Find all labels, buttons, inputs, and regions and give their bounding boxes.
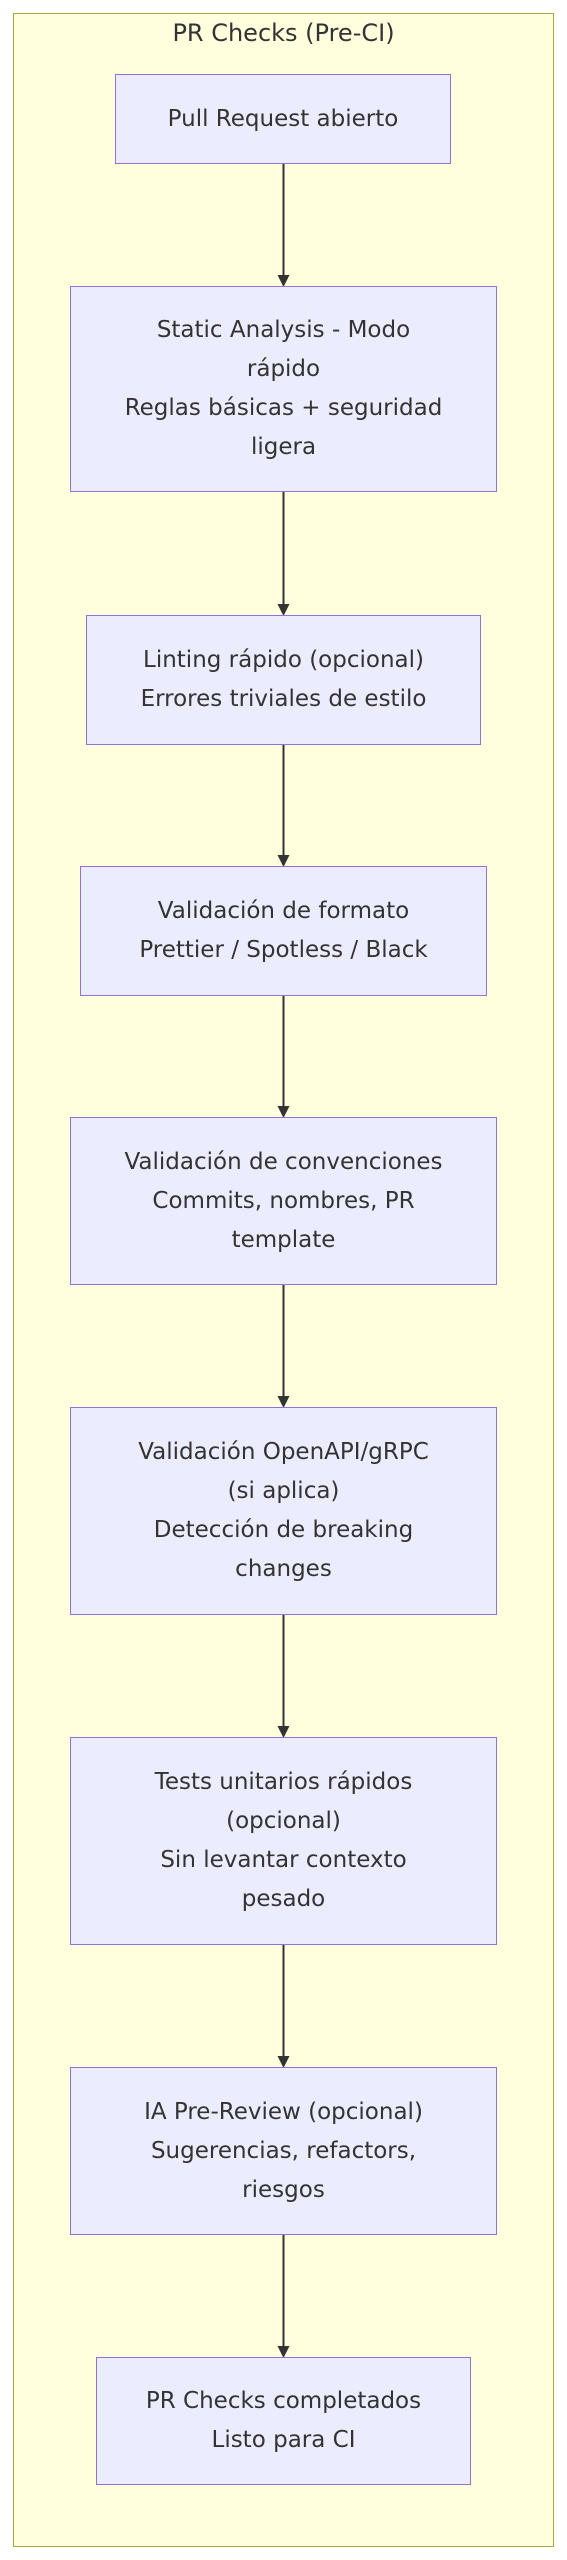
cluster-title: PR Checks (Pre-CI) [172,19,395,47]
node-text-line: Prettier / Spotless / Black [139,937,428,963]
node-text-line: Errores triviales de estilo [140,686,427,712]
node-text-line: Tests unitarios rápidos [154,1769,413,1795]
node-text-line: PR Checks completados [145,2388,422,2414]
node-conventions-validation: Validación de convenciones Commits, nomb… [70,1117,497,1285]
node-text-line: IA Pre-Review (opcional) [144,2098,423,2125]
node-openapi-validation: Validación OpenAPI/gRPC (si aplica) Dete… [70,1407,497,1615]
node-text-line: Sugerencias, refactors, [150,2137,417,2164]
node-text-line: Commits, nombres, PR [152,1187,415,1214]
node-text-line: Validación de convenciones [124,1148,443,1175]
node-static-analysis: Static Analysis - Modo rápido Reglas bás… [70,286,497,492]
node-text-line: rápido [246,356,321,382]
node-linting: Linting rápido (opcional) Errores trivia… [86,615,481,745]
node-text-line: Sin levantar contexto [160,1847,407,1873]
node-text-line: (si aplica) [227,1478,340,1504]
node-text-line: Validación OpenAPI/gRPC [138,1439,429,1465]
node-text-line: Reglas básicas + seguridad [124,395,443,421]
node-text-line: changes [235,1556,332,1582]
node-text-line: Static Analysis - Modo [156,317,411,343]
node-text-line: template [231,1226,336,1253]
node-text-line: riesgos [242,2176,325,2203]
node-text-line: Listo para CI [211,2427,356,2453]
node-text-line: Detección de breaking [153,1517,414,1543]
node-unit-tests: Tests unitarios rápidos (opcional) Sin l… [70,1737,497,1945]
node-ai-pre-review: IA Pre-Review (opcional) Sugerencias, re… [70,2067,497,2235]
node-text-line: ligera [250,434,317,460]
node-text-line: Pull Request abierto [167,105,399,132]
node-text-line: (opcional) [226,1808,341,1834]
node-text-line: pesado [241,1886,326,1912]
node-format-validation: Validación de formato Prettier / Spotles… [80,866,487,996]
node-checks-completed: PR Checks completados Listo para CI [96,2357,471,2485]
node-text-line: Validación de formato [157,898,410,924]
node-pull-request-opened: Pull Request abierto [115,74,451,164]
node-text-line: Linting rápido (opcional) [143,647,424,673]
